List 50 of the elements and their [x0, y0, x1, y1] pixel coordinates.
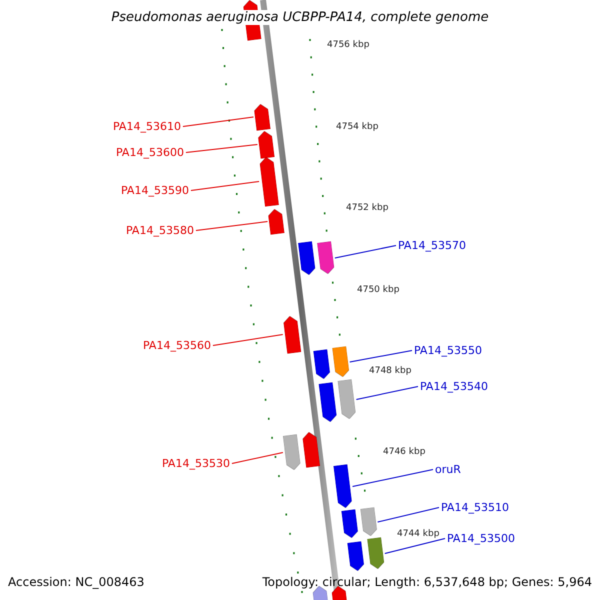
leader-line — [212, 334, 284, 346]
gene-feature — [347, 541, 365, 572]
leader-line — [349, 350, 412, 362]
gene-feature — [341, 509, 359, 539]
gene-label: PA14_53530 — [162, 457, 230, 470]
gene-feature — [282, 434, 302, 471]
leader-line — [384, 538, 446, 554]
gene-label: PA14_53580 — [126, 224, 194, 237]
gene-feature — [257, 130, 275, 159]
footer-text: Accession: NC_008463 — [8, 575, 144, 589]
leader-line — [182, 116, 254, 127]
gene-label: PA14_53540 — [420, 380, 488, 393]
leader-line — [190, 181, 260, 191]
scale-tick-label: 4748 kbp — [369, 366, 412, 377]
scale-tick-label: 4750 kbp — [357, 285, 400, 296]
gene-feature — [332, 346, 350, 378]
leader-line — [377, 507, 440, 522]
leader-line — [231, 452, 284, 464]
gene-feature — [360, 507, 378, 537]
scale-tick-label: 4744 kbp — [397, 529, 440, 540]
diagram-title: Pseudomonas aeruginosa UCBPP-PA14, complete genome — [111, 10, 489, 25]
gene-label: oruR — [435, 463, 461, 476]
scale-tick-label: 4746 kbp — [383, 447, 426, 458]
leader-line — [334, 245, 396, 258]
gene-feature — [313, 349, 331, 380]
footer-text: Topology: circular; Length: 6,537,648 bp; Genes: 5,964 — [262, 575, 592, 589]
gene-label: PA14_53570 — [398, 239, 466, 252]
gene-label: PA14_53610 — [113, 120, 181, 133]
gene-feature — [268, 208, 284, 235]
gene-feature — [282, 315, 302, 354]
gene-label: PA14_53500 — [447, 532, 515, 545]
gene-label: PA14_53550 — [414, 344, 482, 357]
gene-feature — [253, 103, 271, 131]
gene-feature — [298, 241, 316, 276]
gene-label: PA14_53590 — [121, 184, 189, 197]
scale-tick-label: 4756 kbp — [327, 40, 370, 51]
scale-tick-label: 4752 kbp — [346, 203, 388, 214]
gene-feature — [318, 382, 338, 423]
gene-feature — [367, 537, 385, 570]
gene-label: PA14_53560 — [143, 339, 211, 352]
gene-feature — [338, 379, 356, 420]
scale-tick-label: 4754 kbp — [336, 122, 378, 133]
gene-label: PA14_53600 — [116, 146, 184, 159]
gene-feature — [333, 464, 353, 509]
leader-line — [185, 144, 258, 153]
gene-feature — [317, 241, 335, 275]
gene-feature — [302, 431, 320, 468]
leader-line — [356, 386, 418, 400]
leader-line — [195, 221, 268, 231]
gene-label: PA14_53510 — [441, 501, 509, 514]
